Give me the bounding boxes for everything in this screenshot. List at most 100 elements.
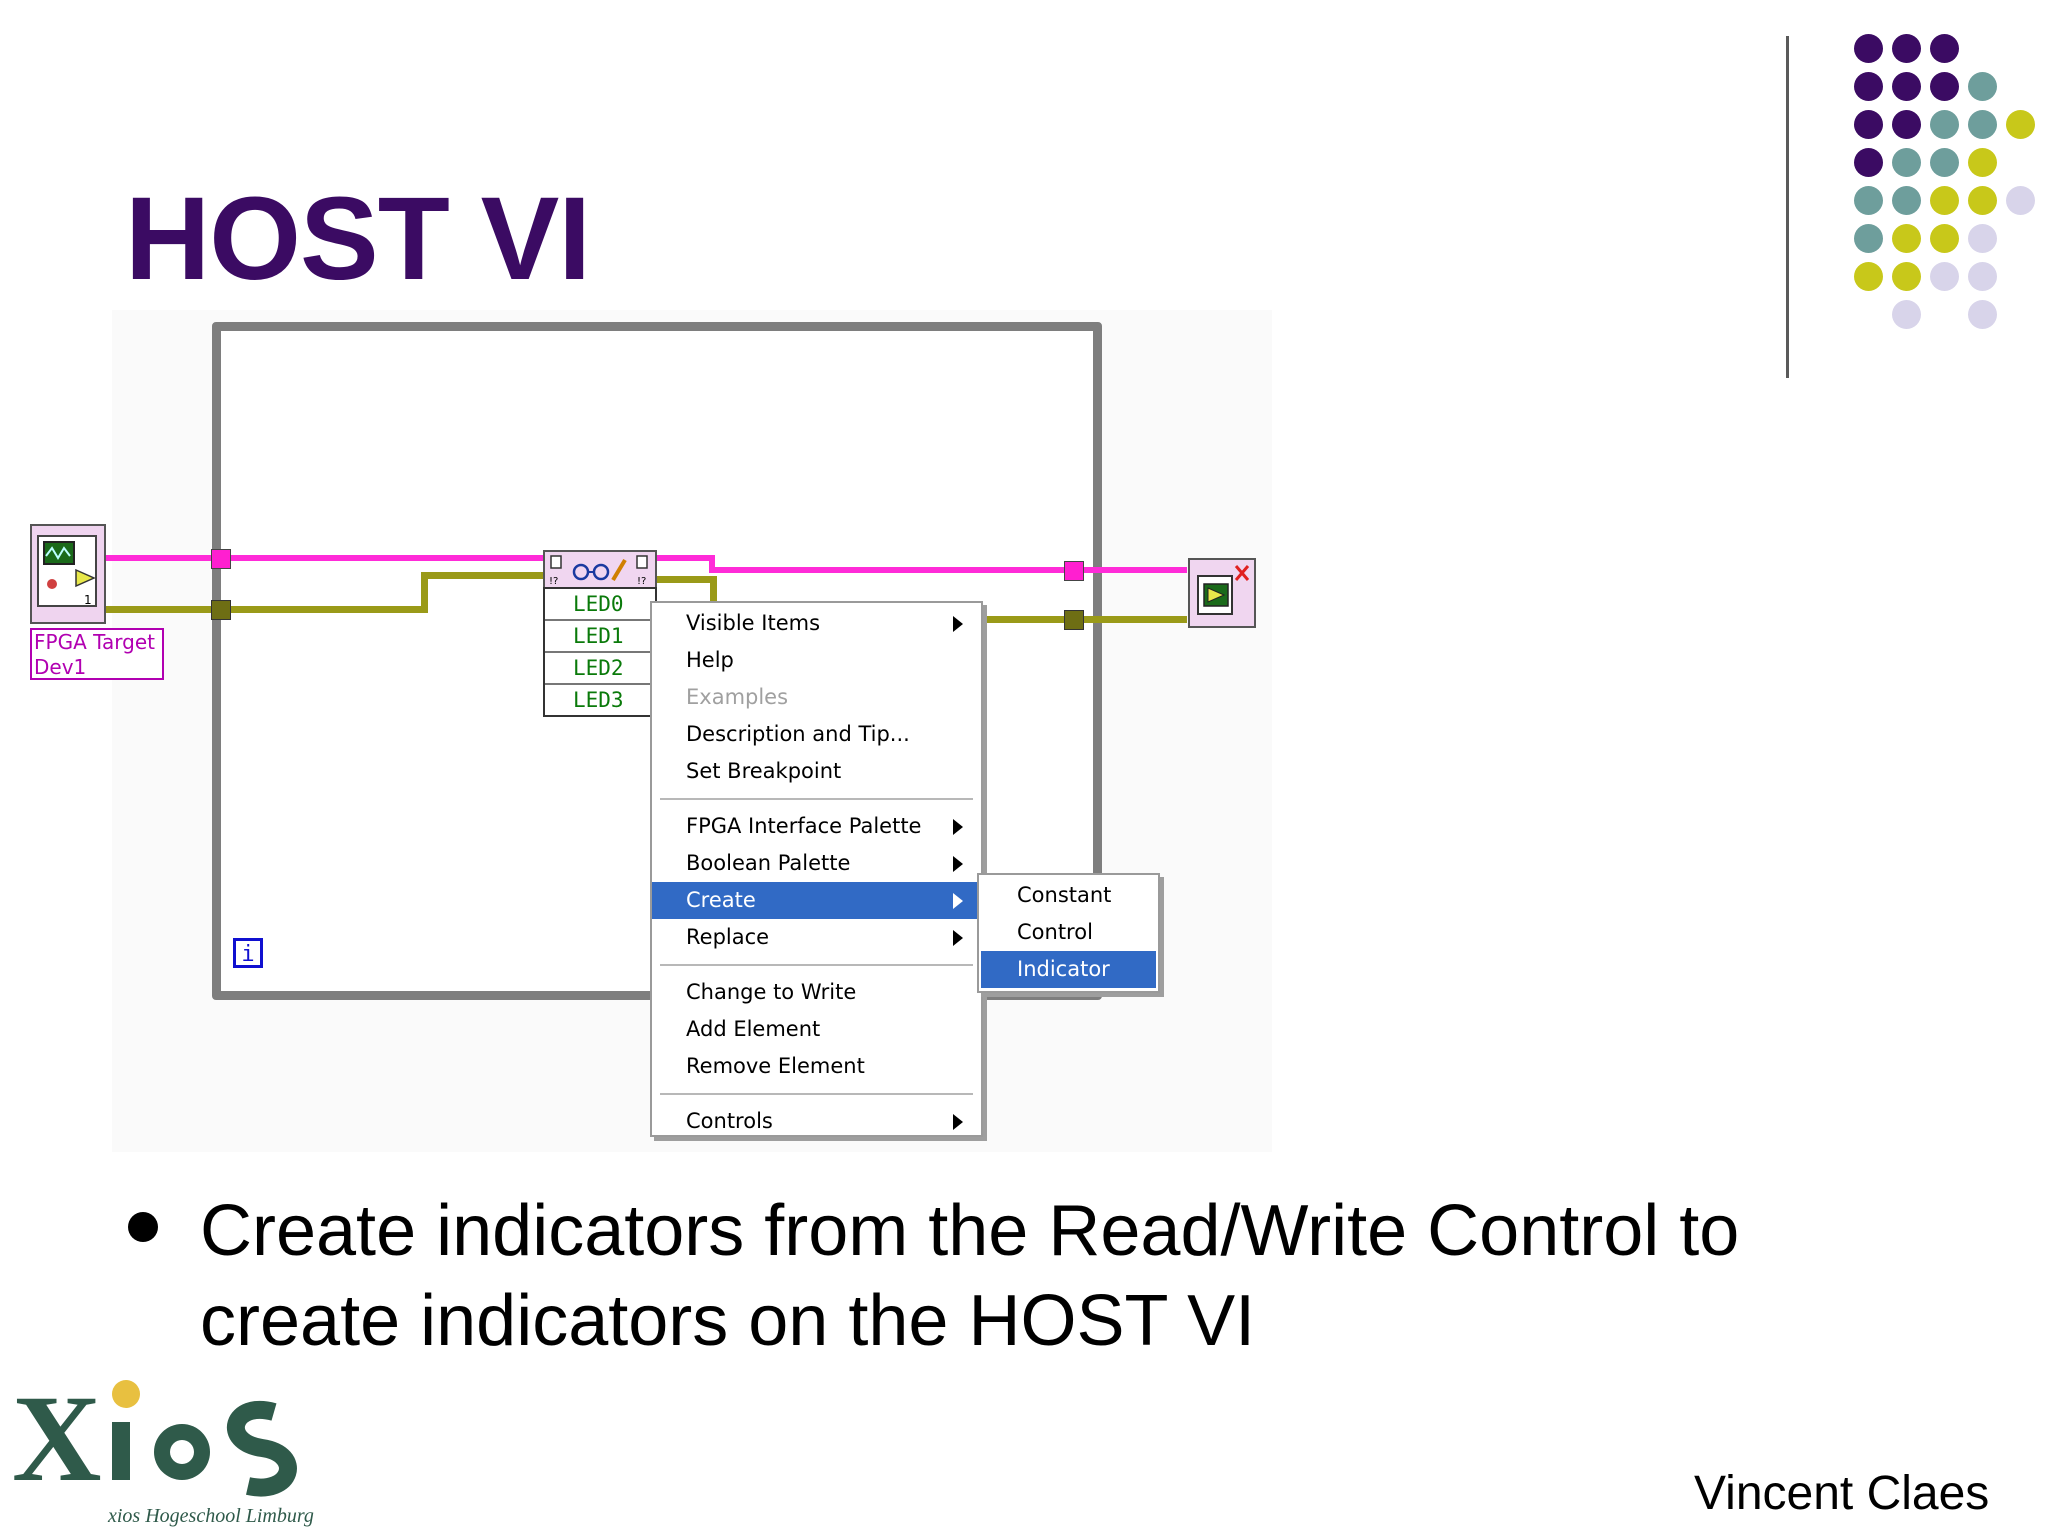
error-cluster-wire[interactable] xyxy=(1083,616,1187,623)
read-write-control-node[interactable]: !? !? xyxy=(543,550,657,592)
decorative-dot xyxy=(1854,186,1883,215)
led-element[interactable]: LED1 xyxy=(545,621,655,653)
menu-item-description-and-tip[interactable]: Description and Tip... xyxy=(652,716,981,753)
error-cluster-wire[interactable] xyxy=(980,616,1073,623)
iteration-terminal[interactable]: i xyxy=(233,938,263,968)
decorative-dot xyxy=(1854,262,1883,291)
decorative-dot xyxy=(1892,148,1921,177)
submenu-item-control[interactable]: Control xyxy=(981,914,1156,951)
submenu-arrow-icon xyxy=(953,893,963,909)
fpga-reference-wire[interactable] xyxy=(709,567,1073,573)
menu-item-set-breakpoint[interactable]: Set Breakpoint xyxy=(652,753,981,790)
submenu-item-constant[interactable]: Constant xyxy=(981,877,1156,914)
xios-logo-mark: X xios Hogeschool Limburg xyxy=(12,1370,314,1527)
decorative-dot xyxy=(1854,224,1883,253)
submenu-arrow-icon xyxy=(953,1114,963,1130)
menu-item-create[interactable]: Create xyxy=(652,882,981,919)
fpga-reference-wire[interactable] xyxy=(104,555,220,561)
bullet-text: Create indicators from the Read/Write Co… xyxy=(200,1191,1740,1361)
fpga-target-label-line1: FPGA Target xyxy=(34,630,155,654)
menu-separator xyxy=(660,798,973,800)
fpga-reference-wire[interactable] xyxy=(228,555,544,561)
submenu-arrow-icon xyxy=(953,819,963,835)
menu-separator xyxy=(660,964,973,966)
submenu-arrow-icon xyxy=(953,856,963,872)
menu-item-label: Replace xyxy=(686,925,770,949)
submenu-arrow-icon xyxy=(953,616,963,632)
menu-separator xyxy=(660,1093,973,1095)
fpga-reference-wire[interactable] xyxy=(709,555,715,573)
decorative-dot xyxy=(1892,224,1921,253)
menu-item-examples: Examples xyxy=(652,679,981,716)
led-element[interactable]: LED2 xyxy=(545,653,655,685)
submenu-item-indicator[interactable]: Indicator xyxy=(981,951,1156,988)
read-write-glasses-icon: !? !? xyxy=(549,555,648,587)
menu-item-label: FPGA Interface Palette xyxy=(686,814,922,838)
menu-item-label: Create xyxy=(686,888,756,912)
menu-item-change-to-write[interactable]: Change to Write xyxy=(652,974,981,1011)
menu-item-visible-items[interactable]: Visible Items xyxy=(652,605,981,642)
led-element[interactable]: LED0 xyxy=(545,589,655,621)
fpga-target-icon: 1 xyxy=(37,535,97,607)
slide-title: HOST VI xyxy=(125,173,591,305)
fpga-reference-wire[interactable] xyxy=(656,555,714,561)
author-name: Vincent Claes xyxy=(1694,1467,1990,1520)
decorative-dot xyxy=(1930,224,1959,253)
menu-item-label: Set Breakpoint xyxy=(686,759,842,783)
loop-tunnel-reference-out[interactable] xyxy=(1064,561,1084,581)
decorative-dot xyxy=(1930,186,1959,215)
menu-item-fpga-interface-palette[interactable]: FPGA Interface Palette xyxy=(652,808,981,845)
close-fpga-vi-reference-node[interactable] xyxy=(1188,558,1256,628)
xios-logo: X xios Hogeschool Limburg xyxy=(12,1370,324,1532)
decorative-dot xyxy=(1892,186,1921,215)
fpga-target-label: FPGA Target Dev1 xyxy=(30,628,164,680)
decorative-dot xyxy=(2006,110,2035,139)
menu-item-controls[interactable]: Controls xyxy=(652,1103,981,1140)
error-cluster-wire[interactable] xyxy=(710,576,717,606)
error-cluster-wire[interactable] xyxy=(421,572,545,579)
svg-text:1: 1 xyxy=(84,593,92,607)
menu-item-label: Controls xyxy=(686,1109,773,1133)
submenu-item-label: Indicator xyxy=(1017,957,1110,981)
error-cluster-wire[interactable] xyxy=(228,606,427,613)
error-cluster-wire[interactable] xyxy=(104,606,220,613)
context-menu: Visible Items Help Examples Description … xyxy=(650,601,983,1137)
svg-text:X: X xyxy=(12,1372,102,1507)
fpga-reference-wire[interactable] xyxy=(1083,567,1187,573)
led-element-list[interactable]: LED0 LED1 LED2 LED3 xyxy=(543,587,657,717)
menu-item-label: Change to Write xyxy=(686,980,857,1004)
decorative-dot xyxy=(1968,262,1997,291)
error-cluster-wire[interactable] xyxy=(421,572,428,613)
decorative-dot xyxy=(1854,72,1883,101)
menu-item-label: Visible Items xyxy=(686,611,821,635)
decorative-dot xyxy=(1930,262,1959,291)
menu-item-label: Boolean Palette xyxy=(686,851,851,875)
decorative-dot xyxy=(1930,110,1959,139)
loop-tunnel-error-in[interactable] xyxy=(211,600,231,620)
open-fpga-vi-reference-node[interactable]: 1 xyxy=(30,524,106,624)
menu-item-help[interactable]: Help xyxy=(652,642,981,679)
menu-item-remove-element[interactable]: Remove Element xyxy=(652,1048,981,1085)
menu-item-label: Remove Element xyxy=(686,1054,865,1078)
submenu-item-label: Constant xyxy=(1017,883,1112,907)
decorative-dot xyxy=(1930,72,1959,101)
decorative-dot xyxy=(1892,72,1921,101)
decorative-dot xyxy=(1968,186,1997,215)
fpga-target-label-line2: Dev1 xyxy=(34,655,87,679)
menu-item-boolean-palette[interactable]: Boolean Palette xyxy=(652,845,981,882)
logo-text: xios Hogeschool Limburg xyxy=(107,1505,314,1527)
menu-item-replace[interactable]: Replace xyxy=(652,919,981,956)
svg-text:!?: !? xyxy=(637,576,646,587)
led-element[interactable]: LED3 xyxy=(573,688,624,712)
bullet-marker xyxy=(128,1212,158,1242)
decorative-dot xyxy=(1892,262,1921,291)
error-cluster-wire[interactable] xyxy=(656,576,714,583)
decorative-dot xyxy=(1930,148,1959,177)
menu-item-add-element[interactable]: Add Element xyxy=(652,1011,981,1048)
decorative-dot xyxy=(1854,110,1883,139)
loop-tunnel-error-out[interactable] xyxy=(1064,610,1084,630)
loop-tunnel-reference-in[interactable] xyxy=(211,549,231,569)
decorative-dot xyxy=(1968,148,1997,177)
decorative-dot xyxy=(1854,148,1883,177)
create-submenu: Constant Control Indicator xyxy=(977,873,1160,993)
